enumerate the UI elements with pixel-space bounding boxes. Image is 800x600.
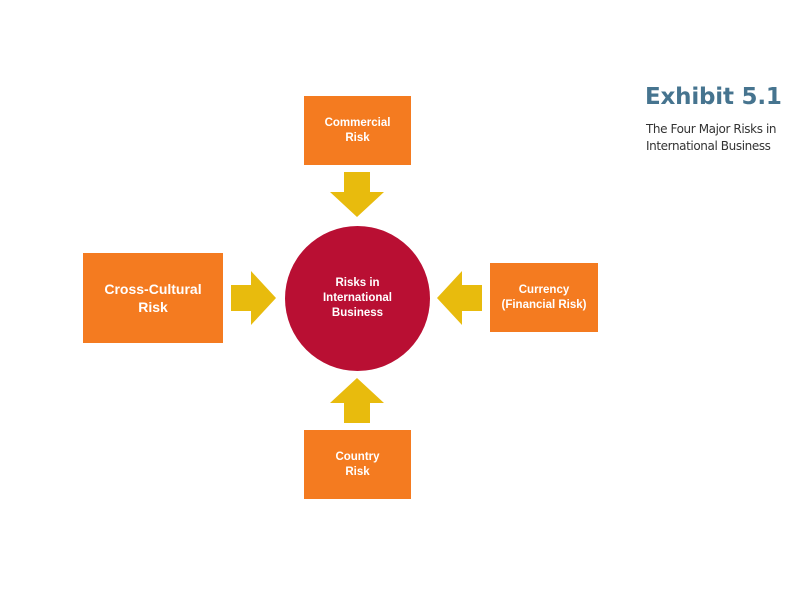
left-arrow-icon [437, 271, 482, 325]
up-arrow-icon [330, 378, 384, 423]
central-label-line-2: International [322, 292, 392, 304]
cross-cultural-risk-box: Cross-Cultural Risk [83, 253, 223, 343]
cross-cultural-risk-label-line-2: Risk [138, 299, 168, 315]
currency-risk-label-line-2: (Financial Risk) [501, 298, 587, 311]
commercial-risk-box: Commercial Risk [304, 96, 411, 165]
commercial-risk-label-line-1: Commercial [324, 116, 391, 129]
exhibit-caption-line-2: International Business [646, 139, 771, 153]
country-risk-label-line-2: Risk [345, 465, 370, 478]
currency-risk-label-line-1: Currency [518, 283, 570, 296]
cross-cultural-risk-label-line-1: Cross-Cultural [104, 281, 202, 297]
country-risk-box: Country Risk [304, 430, 411, 499]
commercial-risk-label-line-2: Risk [345, 131, 370, 144]
currency-risk-box: Currency (Financial Risk) [490, 263, 598, 332]
right-arrow-icon [231, 271, 276, 325]
exhibit-caption: The Four Major Risks in International Bu… [646, 121, 796, 155]
exhibit-caption-line-1: The Four Major Risks in [646, 122, 777, 136]
country-risk-label-line-1: Country [335, 450, 380, 463]
down-arrow-icon [330, 172, 384, 217]
central-label-line-3: Business [331, 307, 384, 319]
exhibit-number: Exhibit 5.1 [645, 84, 782, 110]
central-risks-circle: Risks in International Business [285, 226, 430, 371]
central-label-line-1: Risks in [335, 277, 380, 289]
